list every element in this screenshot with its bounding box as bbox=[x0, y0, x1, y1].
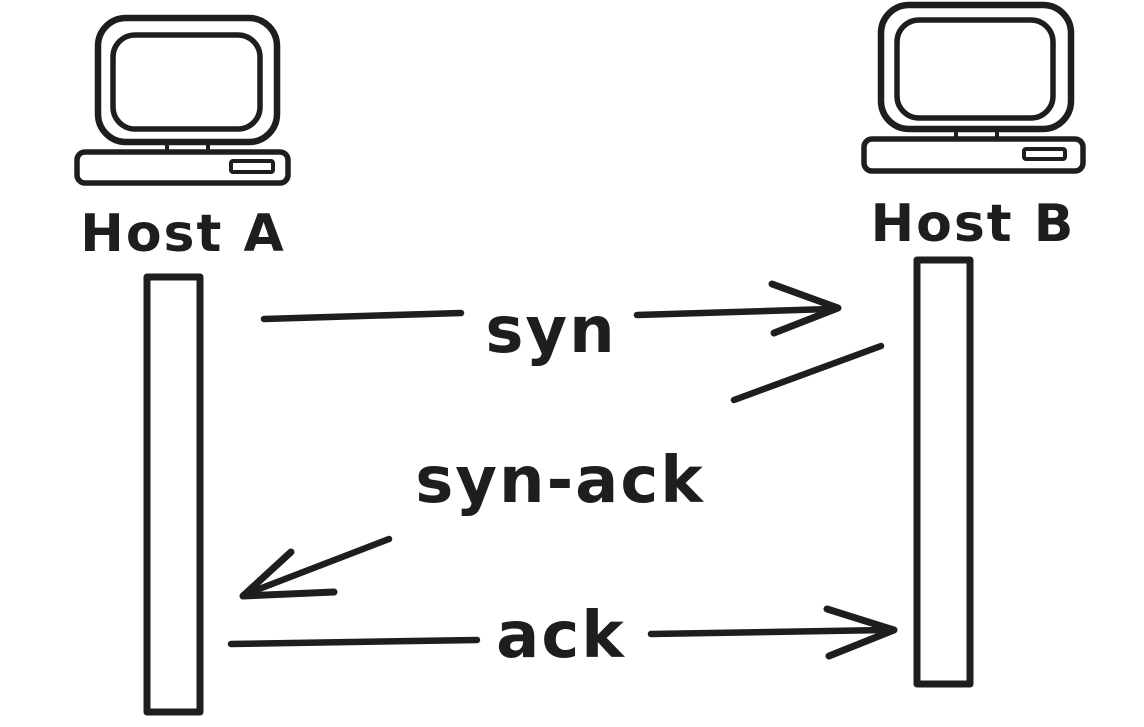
syn-ack-arrowhead-left-icon bbox=[239, 548, 338, 600]
message-syn: syn bbox=[260, 280, 842, 368]
monitor-screen bbox=[110, 32, 263, 132]
actor-label-host-b: Host B bbox=[871, 194, 1076, 254]
actor-host-a: Host A bbox=[74, 14, 291, 716]
syn-ack-arrow-line-lower bbox=[242, 535, 393, 598]
computer-base bbox=[861, 136, 1086, 174]
desktop-computer-icon bbox=[74, 14, 291, 186]
computer-base bbox=[74, 149, 291, 186]
syn-arrow-line-left bbox=[260, 309, 465, 323]
ack-arrowhead-right-icon bbox=[823, 605, 898, 660]
lifeline-host-a bbox=[143, 273, 204, 716]
message-label-syn-ack: syn-ack bbox=[415, 444, 705, 518]
monitor-screen bbox=[894, 17, 1056, 121]
message-syn-ack: syn-ack bbox=[239, 342, 885, 600]
syn-arrow-line-right bbox=[633, 305, 834, 319]
syn-ack-arrow-line-upper bbox=[730, 342, 885, 404]
lifeline-host-b bbox=[913, 256, 974, 688]
disk-slot bbox=[229, 159, 275, 174]
message-label-syn: syn bbox=[485, 294, 616, 368]
ack-arrow-line-left bbox=[227, 636, 481, 648]
message-label-ack: ack bbox=[496, 599, 626, 673]
message-ack: ack bbox=[227, 599, 898, 673]
ack-arrow-line-right bbox=[647, 626, 890, 638]
actor-label-host-a: Host A bbox=[80, 204, 285, 264]
syn-arrowhead-right-icon bbox=[768, 280, 842, 337]
disk-slot bbox=[1022, 147, 1067, 161]
actor-host-b: Host B bbox=[861, 1, 1086, 688]
desktop-computer-icon bbox=[861, 1, 1086, 174]
